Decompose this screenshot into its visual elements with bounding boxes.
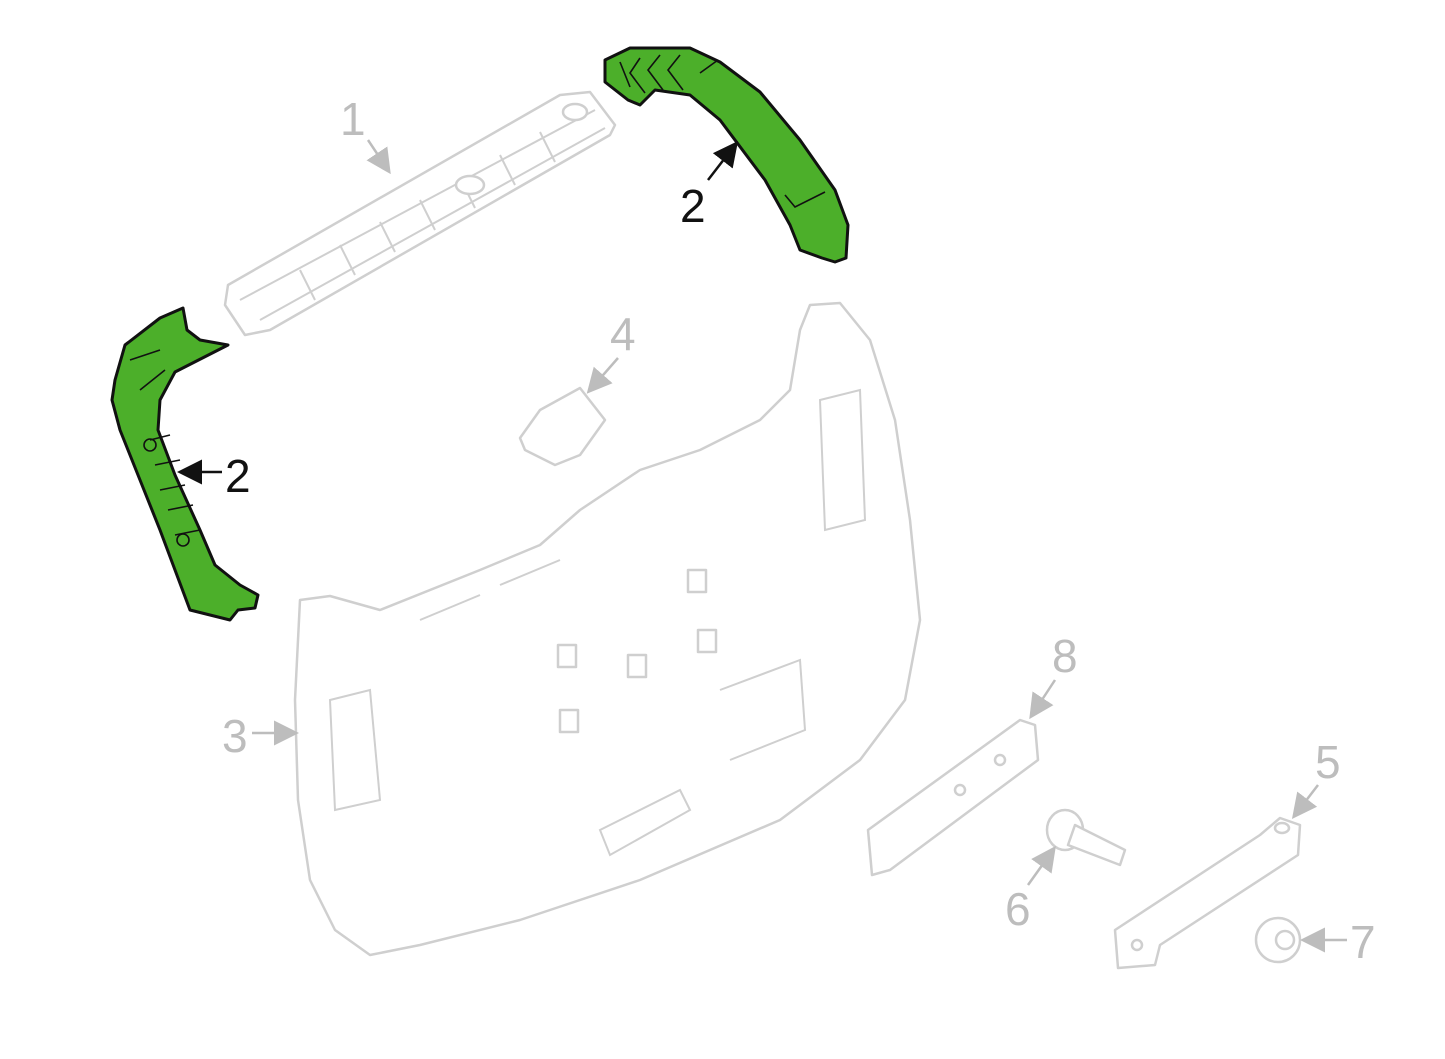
callout-1: 1 <box>340 93 366 145</box>
part-8-bracket[interactable] <box>866 718 1040 877</box>
callout-7: 7 <box>1350 916 1376 968</box>
callout-1-arrow <box>366 139 391 175</box>
part-3-liftgate-trim-panel[interactable] <box>293 301 922 957</box>
part-5-strap[interactable] <box>1113 816 1302 970</box>
callout-6-arrow <box>1026 845 1056 886</box>
callout-8-arrow <box>1029 679 1057 720</box>
part-2-right-pillar-trim[interactable] <box>603 46 850 264</box>
callout-2-left: 2 <box>225 450 251 502</box>
callout-6: 6 <box>1005 883 1031 935</box>
part-4-clip[interactable] <box>518 386 607 467</box>
callout-3: 3 <box>222 710 248 762</box>
callout-2-right-arrow <box>707 141 739 181</box>
callout-5-arrow <box>1291 784 1319 819</box>
part-1-upper-trim[interactable] <box>223 90 617 337</box>
part-6-bolt[interactable] <box>1045 808 1127 867</box>
callout-4: 4 <box>610 308 636 360</box>
callout-2-right: 2 <box>680 180 706 232</box>
callout-5: 5 <box>1315 736 1341 788</box>
part-7-nut[interactable] <box>1254 916 1302 964</box>
part-2-left-pillar-trim[interactable] <box>110 306 260 622</box>
callout-8: 8 <box>1052 630 1078 682</box>
callout-4-arrow <box>586 357 619 394</box>
